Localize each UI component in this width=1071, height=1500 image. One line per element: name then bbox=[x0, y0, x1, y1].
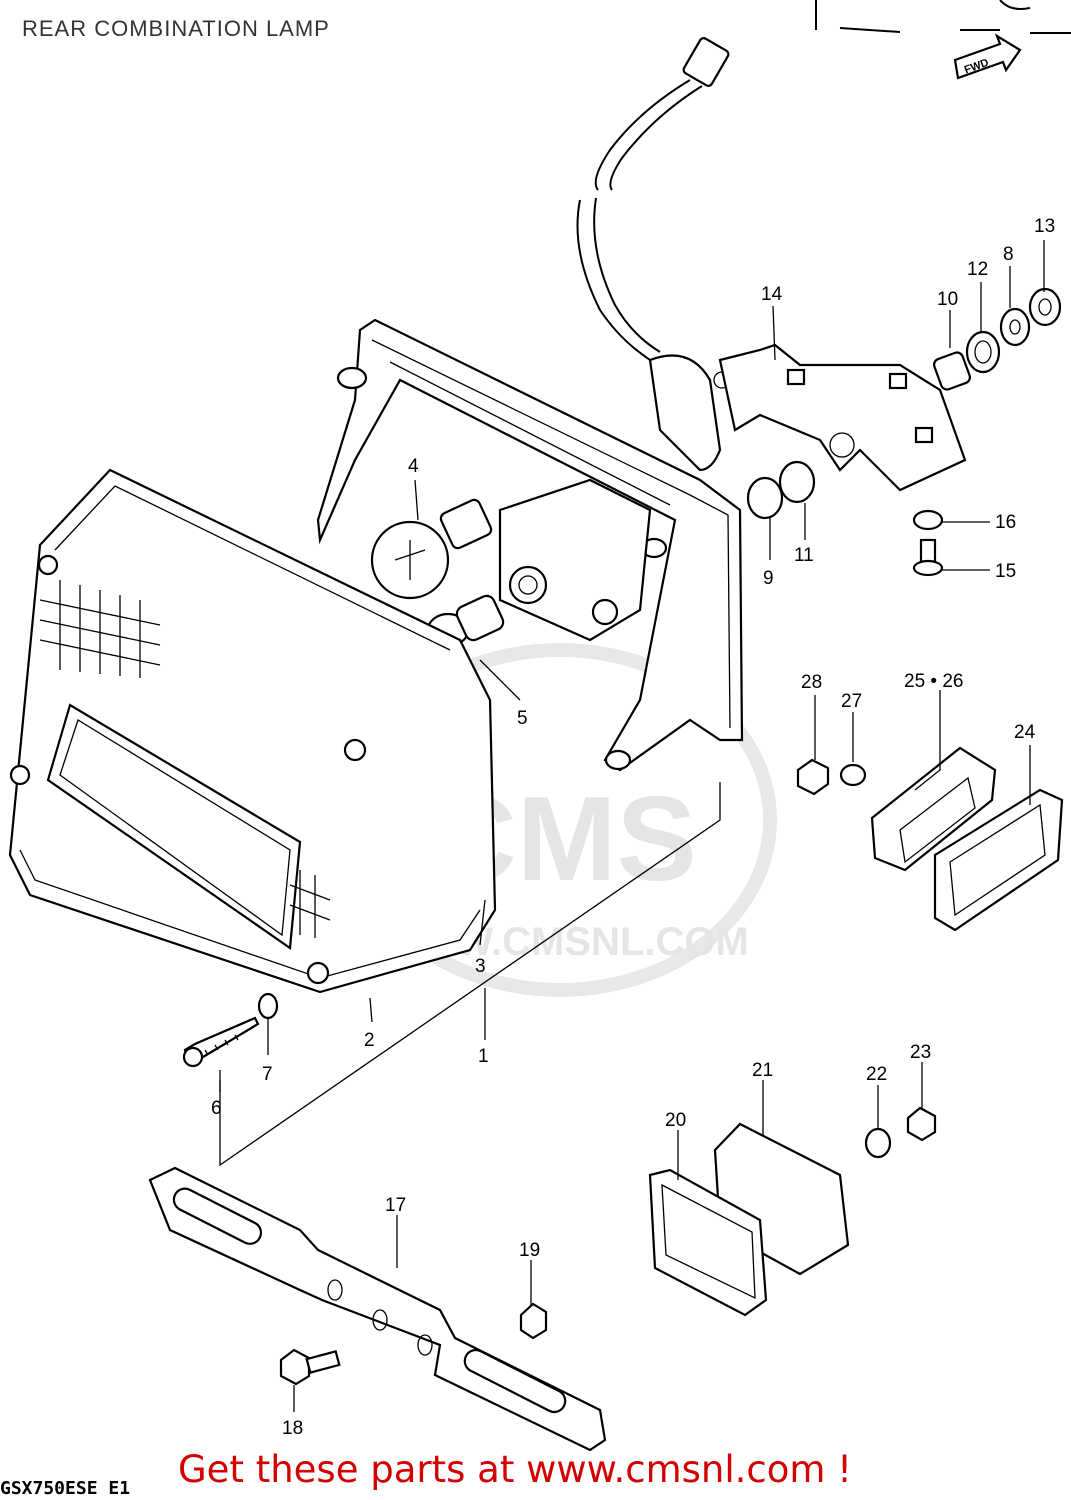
bolt-15 bbox=[912, 538, 944, 577]
callout-labels: 13 8 12 10 14 4 16 15 9 11 5 28 27 25 • … bbox=[211, 216, 1055, 1439]
leader-lines bbox=[219, 240, 1045, 1412]
callout-28: 28 bbox=[801, 672, 822, 693]
fwd-arrow-icon: FWD bbox=[953, 33, 1022, 80]
callout-13: 13 bbox=[1034, 216, 1055, 237]
callout-18: 18 bbox=[282, 1418, 303, 1439]
callout-12: 12 bbox=[967, 259, 988, 280]
callout-25-26: 25 • 26 bbox=[904, 671, 963, 692]
side-reflector bbox=[648, 1122, 850, 1317]
callout-23: 23 bbox=[910, 1042, 931, 1063]
model-code: GSX750ESE E1 bbox=[0, 1478, 131, 1499]
callout-10: 10 bbox=[937, 289, 958, 310]
nut-19 bbox=[519, 1302, 548, 1340]
lamp-housing bbox=[316, 318, 744, 772]
callout-4: 4 bbox=[408, 456, 419, 477]
frame-edge bbox=[815, 0, 1071, 34]
callout-22: 22 bbox=[866, 1064, 887, 1085]
callout-8: 8 bbox=[1003, 244, 1014, 265]
callout-6: 6 bbox=[211, 1098, 222, 1119]
callout-7: 7 bbox=[262, 1064, 273, 1085]
callout-17: 17 bbox=[385, 1195, 406, 1216]
tail-bulb bbox=[370, 498, 493, 600]
lamp-lens bbox=[8, 468, 497, 994]
bolt-18 bbox=[279, 1348, 341, 1386]
lens-washer bbox=[257, 992, 279, 1020]
callout-3: 3 bbox=[475, 956, 486, 977]
callout-20: 20 bbox=[665, 1110, 686, 1131]
washer-9 bbox=[746, 476, 784, 520]
washer-27 bbox=[839, 763, 867, 787]
washer-11 bbox=[778, 460, 816, 504]
wiring-harness bbox=[576, 37, 730, 361]
callout-2: 2 bbox=[364, 1030, 375, 1051]
callout-9: 9 bbox=[763, 568, 774, 589]
callout-11: 11 bbox=[794, 545, 814, 566]
callout-24: 24 bbox=[1014, 722, 1036, 743]
callout-19: 19 bbox=[519, 1240, 540, 1261]
nut-23 bbox=[906, 1106, 937, 1142]
callout-21: 21 bbox=[752, 1060, 773, 1081]
callout-1: 1 bbox=[478, 1046, 489, 1067]
bracket-hardware bbox=[933, 287, 1062, 391]
cmsnl-parts-link[interactable]: Get these parts at www.cmsnl.com ! bbox=[178, 1448, 853, 1491]
callout-15: 15 bbox=[995, 561, 1016, 582]
callout-16: 16 bbox=[995, 512, 1016, 533]
lens-screw bbox=[182, 1016, 260, 1068]
license-bracket bbox=[148, 1166, 607, 1452]
rear-reflector bbox=[870, 746, 1064, 932]
callout-5: 5 bbox=[517, 708, 528, 729]
callout-14: 14 bbox=[761, 284, 783, 305]
mounting-bracket bbox=[718, 343, 967, 492]
page-title: REAR COMBINATION LAMP bbox=[22, 16, 330, 41]
washer-22 bbox=[864, 1127, 892, 1159]
nut-28 bbox=[796, 758, 830, 796]
callout-27: 27 bbox=[841, 691, 862, 712]
washer-16 bbox=[912, 509, 944, 531]
